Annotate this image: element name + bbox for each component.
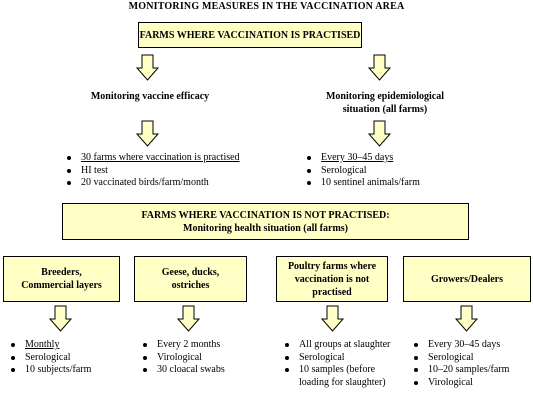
list-item: 10 subjects/farm <box>10 364 125 377</box>
category-box-poultry: Poultry farms where vaccination is not p… <box>276 256 388 302</box>
list-item: Virological <box>413 377 531 390</box>
down-arrow-right-1 <box>367 54 392 81</box>
list-item: All groups at slaughter <box>284 339 394 352</box>
down-arrow-cat-1 <box>48 305 73 332</box>
non-vaccination-farms-label: FARMS WHERE VACCINATION IS NOT PRACTISED… <box>141 209 390 221</box>
list-item: Serological <box>306 165 506 178</box>
list-item: 10–20 samples/farm <box>413 364 531 377</box>
list-item: HI test <box>66 165 276 178</box>
health-monitoring-label: Monitoring health situation (all farms) <box>183 222 348 234</box>
list-item: Every 30–45 days <box>306 152 506 165</box>
growers-list: Every 30–45 days Serological 10–20 sampl… <box>413 339 531 389</box>
geese-list: Every 2 months Virological 30 cloacal sw… <box>142 339 267 377</box>
down-arrow-left-1 <box>135 54 160 81</box>
vaccination-farms-box: FARMS WHERE VACCINATION IS PRACTISED <box>138 22 362 48</box>
diagram-title: MONITORING MEASURES IN THE VACCINATION A… <box>128 1 405 12</box>
category-box-growers: Growers/Dealers <box>403 256 531 302</box>
list-item: Serological <box>284 352 394 365</box>
list-item: 30 farms where vaccination is practised <box>66 152 276 165</box>
list-item: Monthly <box>10 339 125 352</box>
down-arrow-left-2 <box>135 120 160 147</box>
list-item: Virological <box>142 352 267 365</box>
list-item: Serological <box>10 352 125 365</box>
poultry-list: All groups at slaughter Serological 10 s… <box>284 339 394 389</box>
vaccine-efficacy-list: 30 farms where vaccination is practised … <box>66 152 276 190</box>
down-arrow-cat-3 <box>320 305 345 332</box>
category-box-breeders: Breeders, Commercial layers <box>3 256 120 302</box>
epidemiological-list: Every 30–45 days Serological 10 sentinel… <box>306 152 506 190</box>
vaccine-efficacy-heading: Monitoring vaccine efficacy <box>90 91 210 102</box>
list-item: 30 cloacal swabs <box>142 364 267 377</box>
list-item: Every 2 months <box>142 339 267 352</box>
list-item: 10 sentinel animals/farm <box>306 177 506 190</box>
list-item: 10 samples (before loading for slaughter… <box>284 364 394 389</box>
down-arrow-cat-4 <box>454 305 479 332</box>
down-arrow-cat-2 <box>176 305 201 332</box>
epidemiological-heading: Monitoring epidemiological situation (al… <box>325 91 445 115</box>
vaccination-farms-label: FARMS WHERE VACCINATION IS PRACTISED <box>139 29 361 41</box>
non-vaccination-farms-box: FARMS WHERE VACCINATION IS NOT PRACTISED… <box>62 203 469 240</box>
breeders-list: Monthly Serological 10 subjects/farm <box>10 339 125 377</box>
list-item: Every 30–45 days <box>413 339 531 352</box>
down-arrow-right-2 <box>367 120 392 147</box>
category-box-geese: Geese, ducks, ostriches <box>134 256 247 302</box>
list-item: Serological <box>413 352 531 365</box>
list-item: 20 vaccinated birds/farm/month <box>66 177 276 190</box>
